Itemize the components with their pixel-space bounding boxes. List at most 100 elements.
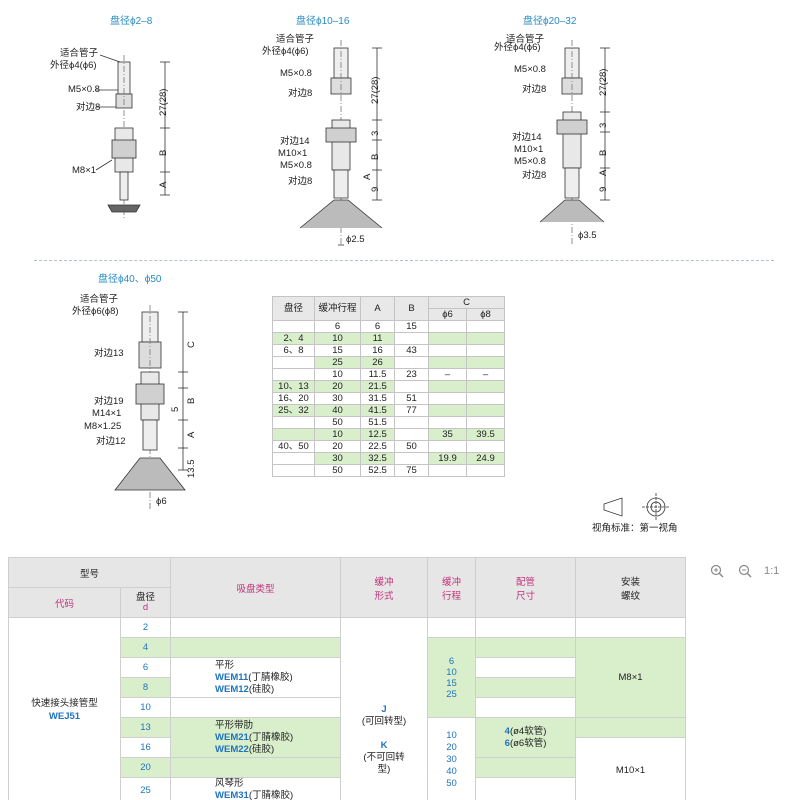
drawing-1-title: 盘径ϕ2–8: [110, 16, 153, 27]
d1-dim-b: B: [158, 149, 169, 156]
d4-dim-5: 5: [170, 406, 181, 412]
drawing-1-outline: [95, 54, 170, 220]
d3-label-m5b: M5×0.8: [514, 156, 546, 167]
d4-dim-a: A: [186, 431, 197, 438]
header-buffer-form: 缓冲形式: [340, 557, 429, 618]
d2-label-tube: 适合管子: [276, 34, 315, 45]
mount-m10[interactable]: M10×1: [575, 737, 687, 800]
dia-option[interactable]: 13: [119, 717, 172, 738]
d4-label-m14: M14×1: [92, 408, 122, 419]
stroke-options-small: 6 10 15 25: [427, 637, 477, 718]
d4-dim-c: C: [186, 341, 197, 348]
d3-label-hex: 对边8: [522, 84, 547, 95]
mount-m8[interactable]: M8×1: [575, 637, 687, 718]
table-row: 20: [9, 757, 686, 778]
stroke-options-large: 10 20 30 40 50: [427, 717, 477, 800]
zoom-controls: 1:1: [708, 562, 779, 580]
zoom-in-icon[interactable]: [708, 562, 726, 580]
d4-dim-b: B: [186, 397, 197, 404]
dia-option[interactable]: 6: [119, 657, 172, 678]
d3-dim-9: 9: [598, 186, 609, 192]
drawing-4-title: 盘径ϕ40、ϕ50: [98, 274, 162, 285]
d2-label-thread: M5×0.8: [280, 68, 312, 79]
table-row: 8: [9, 677, 686, 698]
d4-label-tube-od: 外径ϕ6(ϕ8): [72, 306, 119, 317]
view-standard-label: 视角标准：第一视角: [592, 523, 678, 534]
header-pad-type: 吸盘类型: [170, 557, 342, 618]
drawing-3-title: 盘径ϕ20–32: [523, 16, 577, 27]
d1-label-hex: 对边8: [76, 102, 101, 113]
table-row: 13 平形带肋 WEM21(丁腈橡胶) WEM22(硅胶) 10 20 30 4…: [9, 717, 687, 800]
drawing-4-outline: [114, 305, 188, 510]
spec-header-c8: ϕ8: [466, 308, 505, 321]
d4-dim-13-5: 13.5: [186, 459, 197, 479]
d2-label-hex14: 对边14: [280, 136, 310, 147]
buffer-form-cell: J (可回转型) K (不可回转 型): [340, 617, 429, 800]
d3-label-thread: M5×0.8: [514, 64, 546, 75]
dia-option[interactable]: 2: [119, 617, 172, 638]
d3-dim-length: 27(28): [598, 68, 609, 96]
d2-label-hex8b: 对边8: [288, 176, 313, 187]
dia-option[interactable]: 4: [119, 637, 172, 658]
zoom-level[interactable]: 1:1: [764, 565, 780, 577]
dia-option[interactable]: 8: [119, 677, 172, 698]
d2-dim-3: 3: [370, 130, 381, 136]
spec-header-dia: 盘径: [272, 296, 315, 321]
drawing-3-outline: [539, 40, 610, 245]
d3-label-m10: M10×1: [514, 144, 544, 155]
dia-option[interactable]: 10: [119, 697, 172, 718]
d3-dim-b: B: [598, 149, 609, 156]
d2-label-hex: 对边8: [288, 88, 313, 99]
d1-dim-a: A: [158, 181, 169, 188]
spec-header-a: A: [360, 296, 395, 321]
table-row: 25 风琴形 WEM31(丁腈橡胶): [9, 777, 686, 800]
dia-option[interactable]: 25: [119, 777, 172, 800]
section-separator: [34, 260, 774, 261]
d4-label-hex19: 对边19: [94, 396, 124, 407]
d4-label-m8: M8×1.25: [84, 421, 122, 432]
dia-option[interactable]: 16: [119, 737, 172, 758]
header-model: 型号: [7, 557, 172, 588]
first-angle-view-symbol: [603, 493, 670, 521]
spec-header-b: B: [394, 296, 429, 321]
d2-dim-9: 9: [370, 186, 381, 192]
d1-label-mount: M8×1: [72, 165, 97, 176]
d2-dim-b: B: [370, 153, 381, 160]
header-buffer-stroke: 缓冲行程: [427, 557, 477, 618]
drawing-2-title: 盘径ϕ10–16: [296, 16, 350, 27]
d1-dim-length: 27(28): [158, 88, 169, 116]
table-row: 4 6 10 15 25 M8×1: [9, 637, 687, 718]
d2-dim-a: A: [362, 173, 373, 180]
d3-label-hex8b: 对边8: [522, 170, 547, 181]
d1-label-tube-od: 外径ϕ4(ϕ6): [50, 60, 97, 71]
d3-label-hex14: 对边14: [512, 132, 542, 143]
d2-label-m5b: M5×0.8: [280, 160, 312, 171]
header-code: 代码: [8, 587, 121, 618]
zoom-out-icon[interactable]: [736, 562, 754, 580]
d4-label-tube: 适合管子: [80, 294, 119, 305]
spec-header-stroke: 缓冲行程: [314, 296, 361, 321]
dia-option[interactable]: 20: [119, 757, 172, 778]
d3-label-tube: 适合管子: [506, 34, 545, 45]
header-piping: 配管尺寸: [475, 557, 577, 618]
drawing-2-outline: [299, 40, 383, 246]
d4-label-hex12: 对边12: [96, 436, 126, 447]
piping-options: 4(ø4软管) 6(ø6软管): [475, 717, 577, 758]
d3-label-tube-od: 外径ϕ4(ϕ6): [494, 42, 541, 53]
spec-header-c: C: [428, 296, 505, 309]
technical-drawings: [95, 40, 670, 521]
